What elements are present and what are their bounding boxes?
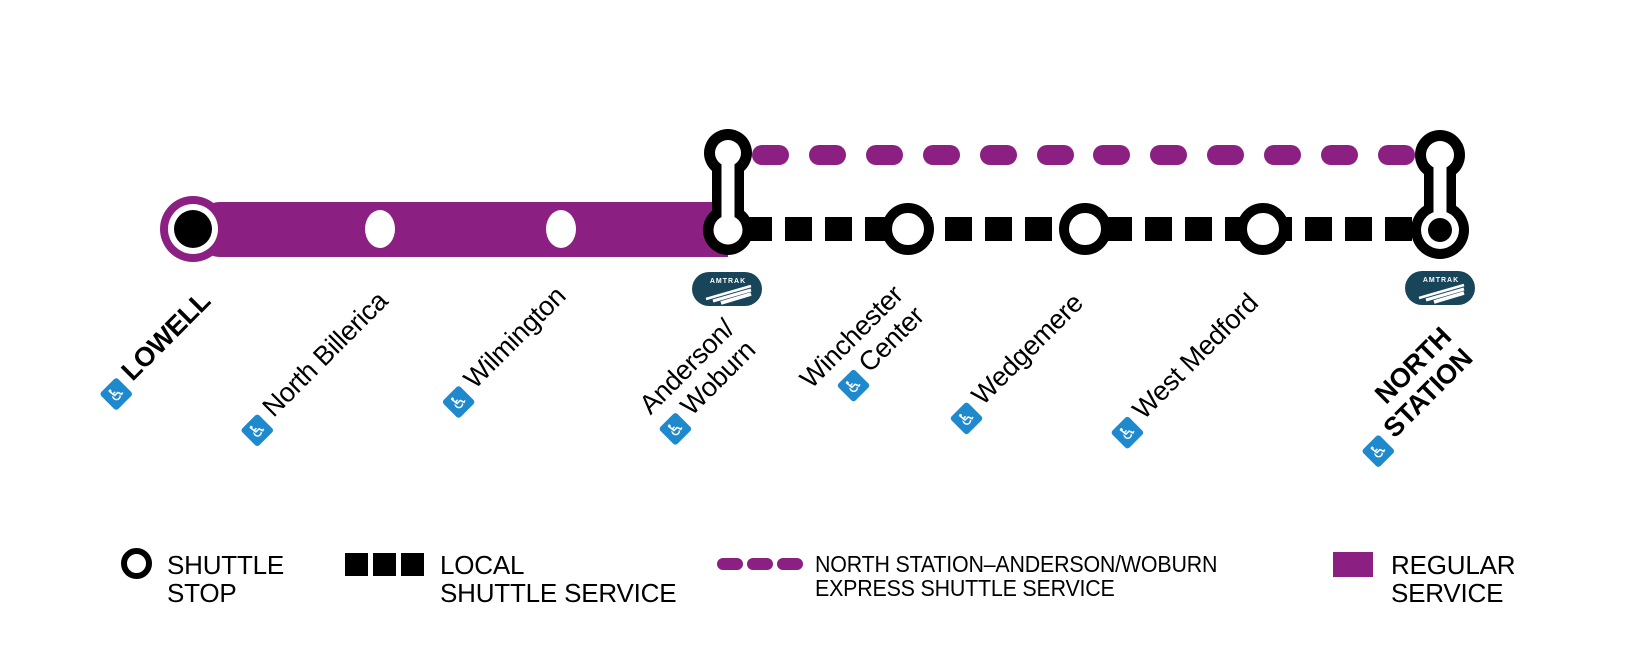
transfer-marker-anderson-woburn <box>703 129 753 255</box>
transfer-marker-north-station <box>1411 130 1469 259</box>
svg-text:AMTRAK: AMTRAK <box>1423 277 1459 284</box>
express-shuttle-line <box>752 145 1415 165</box>
express-dash <box>1264 145 1302 165</box>
accessible-icon: ♿ <box>442 384 477 419</box>
express-dash <box>1321 145 1359 165</box>
express-dash <box>922 145 960 165</box>
accessible-icon: ♿ <box>836 368 871 403</box>
legend-regular-service-icon <box>1333 552 1373 577</box>
legend-local-shuttle-label: LOCAL SHUTTLE SERVICE <box>440 550 677 608</box>
regular-service-line <box>193 202 728 257</box>
shuttle-stop-winchester-center <box>882 203 934 255</box>
terminal-lowell-center <box>174 210 212 248</box>
accessible-icon: ♿ <box>99 377 134 411</box>
accessible-icon: ♿ <box>1110 415 1145 450</box>
express-dash <box>1036 145 1074 165</box>
express-dash <box>1150 145 1188 165</box>
legend-express-shuttle-icon <box>717 558 803 570</box>
express-dash <box>1207 145 1245 165</box>
accessible-icon: ♿ <box>658 411 693 446</box>
legend-regular-service-label: REGULAR SERVICE <box>1391 550 1516 608</box>
legend-shuttle-stop-label: SHUTTLE STOP <box>167 550 285 608</box>
station-dot-wilmington <box>546 210 576 248</box>
svg-text:AMTRAK: AMTRAK <box>710 278 746 285</box>
accessible-icon: ♿ <box>1360 434 1395 469</box>
express-dash <box>865 145 903 165</box>
station-dot-north-billerica <box>365 210 395 248</box>
legend-express-shuttle-label: NORTH STATION–ANDERSON/WOBURN EXPRESS SH… <box>815 551 1218 601</box>
express-dash <box>979 145 1017 165</box>
amtrak-logo-north-station: AMTRAK <box>1405 271 1475 305</box>
shuttle-stop-west-medford <box>1237 203 1289 255</box>
legend-local-shuttle-icon <box>345 553 424 576</box>
express-dash <box>808 145 846 165</box>
legend-shuttle-stop-icon <box>121 548 152 579</box>
express-dash <box>752 145 789 165</box>
express-dash <box>1377 145 1415 165</box>
amtrak-logo-anderson-woburn: AMTRAK <box>692 272 762 306</box>
shuttle-stop-wedgemere <box>1059 203 1111 255</box>
express-dash <box>1093 145 1131 165</box>
accessible-icon: ♿ <box>240 413 275 448</box>
accessible-icon: ♿ <box>949 401 984 436</box>
